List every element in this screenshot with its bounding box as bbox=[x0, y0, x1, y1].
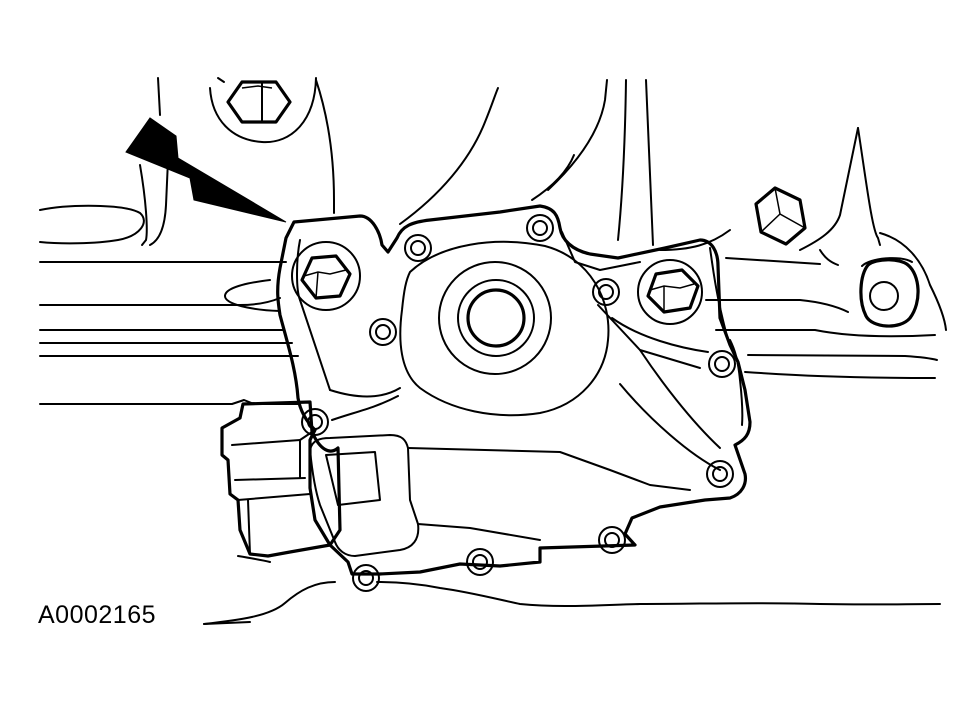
hex-bolt-left bbox=[291, 241, 361, 311]
identification-label-plate bbox=[309, 434, 691, 557]
cap-screw-6 bbox=[301, 408, 329, 436]
cap-screw-3 bbox=[592, 278, 620, 306]
cap-screw-8 bbox=[598, 526, 626, 554]
arrow-icon bbox=[125, 117, 287, 223]
rotary-hub bbox=[399, 240, 610, 417]
shift-position-sensor-assembly bbox=[220, 204, 752, 592]
cap-screw-7 bbox=[706, 460, 734, 488]
cap-screw-5 bbox=[708, 350, 736, 378]
mounting-bushing-right bbox=[859, 257, 920, 328]
cap-screw-2 bbox=[526, 214, 554, 242]
electrical-connector bbox=[220, 400, 342, 558]
figure-id-label: A0002165 bbox=[38, 601, 157, 629]
hex-bolt-top bbox=[226, 80, 292, 124]
cap-screw-4 bbox=[369, 318, 397, 346]
hex-bolt-right bbox=[754, 186, 807, 246]
background-housing bbox=[39, 77, 947, 625]
cap-screw-9 bbox=[466, 548, 494, 576]
hex-bolt-center-right bbox=[637, 259, 703, 325]
cap-screw-10 bbox=[352, 564, 380, 592]
figure-id-leader-line bbox=[203, 621, 251, 625]
cap-screw-1 bbox=[404, 234, 432, 262]
